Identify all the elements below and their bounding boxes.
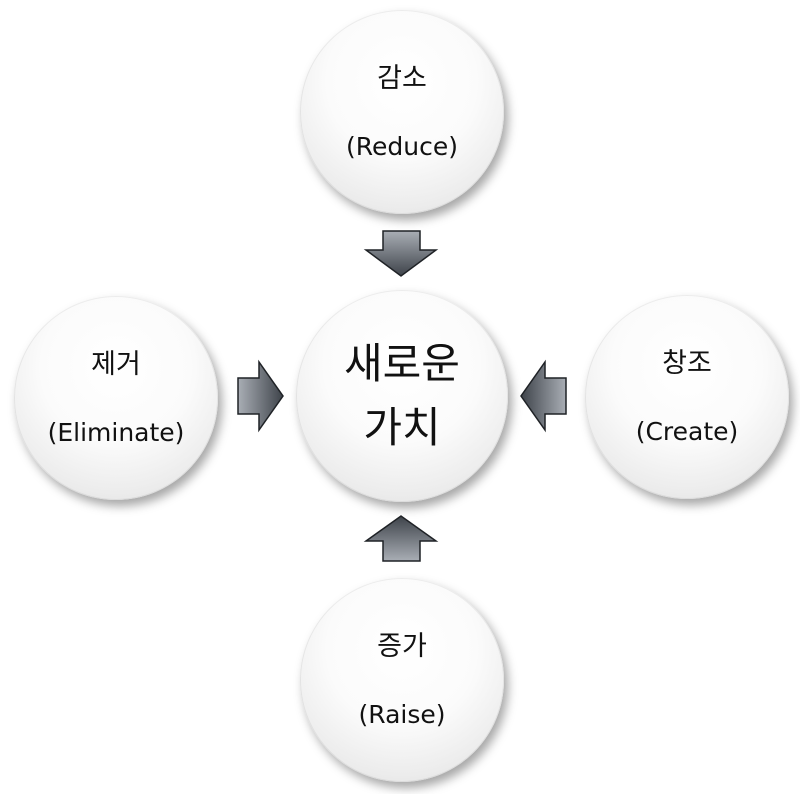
raise-label-en: (Raise): [358, 700, 446, 729]
center-label-line1: 새로운: [344, 339, 460, 388]
eliminate-node: 제거 (Eliminate): [14, 296, 218, 500]
reduce-label-ko: 감소: [377, 63, 427, 94]
raise-node: 증가 (Raise): [300, 578, 504, 782]
reduce-label-en: (Reduce): [346, 132, 458, 161]
new-value-node: 새로운 가치: [296, 290, 508, 502]
create-node: 창조 (Create): [585, 295, 789, 499]
raise-label-ko: 증가: [377, 631, 427, 662]
arrow-right-icon: [237, 359, 284, 433]
create-label-ko: 창조: [662, 348, 712, 379]
arrow-up-icon: [363, 515, 439, 562]
arrow-left-icon: [520, 359, 567, 433]
eliminate-label-ko: 제거: [91, 349, 141, 380]
create-label-en: (Create): [635, 417, 739, 446]
reduce-node: 감소 (Reduce): [300, 10, 504, 214]
eliminate-label-en: (Eliminate): [47, 418, 185, 447]
arrow-down-icon: [363, 230, 439, 277]
center-label-line2: 가치: [363, 403, 441, 452]
